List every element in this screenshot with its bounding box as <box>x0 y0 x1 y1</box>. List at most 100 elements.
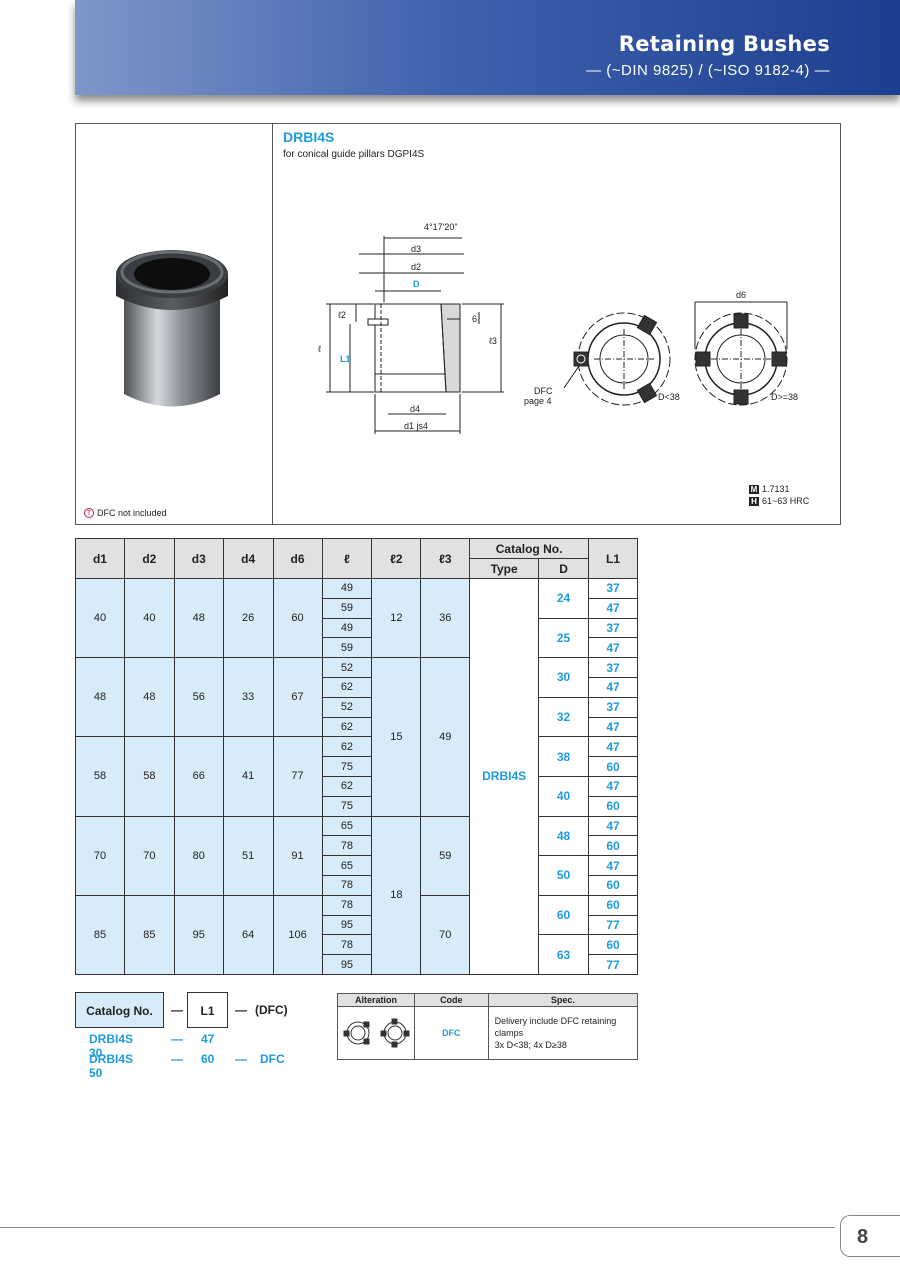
cell-l: 62 <box>321 736 373 758</box>
col-type: Type <box>469 558 540 579</box>
cell-l3: 70 <box>420 894 471 975</box>
page-number: 8 <box>857 1226 869 1248</box>
cell-l: 59 <box>321 637 373 659</box>
col-d4: d4 <box>222 538 274 579</box>
cell-L1: 37 <box>587 617 639 639</box>
hardness-badge: H <box>749 497 759 506</box>
dge38-label: D>=38 <box>771 392 798 402</box>
cell-l: 52 <box>321 657 373 678</box>
cell-d1: 58 <box>75 736 125 817</box>
alteration-table: Alteration Code Spec. DFC Delivery inclu… <box>337 993 639 1060</box>
cell-D: 32 <box>538 696 589 738</box>
cell-D: 25 <box>538 617 589 659</box>
cell-l2: 15 <box>371 657 422 817</box>
d1-label: d1 js4 <box>404 421 428 431</box>
cell-l3: 59 <box>420 815 471 896</box>
cell-l: 62 <box>321 775 373 797</box>
cell-d3: 80 <box>173 815 224 896</box>
cell-L1: 47 <box>587 597 639 619</box>
hardness-value: 61~63 HRC <box>762 496 810 506</box>
dfc-page-ref: page 4 <box>524 396 552 406</box>
cell-L1: 47 <box>587 716 639 738</box>
six-label: 6 <box>472 314 477 324</box>
col-d1: d1 <box>75 538 125 579</box>
cell-d1: 85 <box>75 894 125 975</box>
cell-d6: 60 <box>272 577 323 659</box>
cell-l: 95 <box>321 954 373 975</box>
dlt38-label: D<38 <box>658 392 680 402</box>
cell-L1: 77 <box>587 954 639 975</box>
dfc-option-label: (DFC) <box>255 1003 288 1017</box>
bush-photo <box>116 250 228 407</box>
cell-d4: 64 <box>222 894 274 975</box>
cell-L1: 60 <box>587 894 639 916</box>
cell-L1: 47 <box>587 676 639 698</box>
code-header: Code <box>413 993 489 1007</box>
col-d2: d2 <box>123 538 175 579</box>
L1-label: L1 <box>340 354 351 364</box>
cell-d4: 26 <box>222 577 274 659</box>
cell-L1: 37 <box>587 696 639 718</box>
cell-L1: 37 <box>587 657 639 678</box>
cell-d2: 70 <box>123 815 175 896</box>
cell-d4: 33 <box>222 657 274 738</box>
top-view-4-clamps <box>694 301 788 406</box>
cell-l: 95 <box>321 914 373 936</box>
example-l1: 47 <box>201 1032 215 1046</box>
col-l3: ℓ3 <box>420 538 471 579</box>
cell-l: 62 <box>321 716 373 738</box>
cell-l: 78 <box>321 934 373 956</box>
cell-l: 75 <box>321 756 373 777</box>
page-subtitle: — (~DIN 9825) / (~ISO 9182-4) — <box>586 62 830 79</box>
cell-l: 49 <box>321 578 373 599</box>
product-description: for conical guide pillars DGPI4S <box>283 149 425 160</box>
dfc-info-icon: T <box>84 508 94 518</box>
cell-l: 62 <box>321 676 373 698</box>
example-dash: — <box>235 1052 247 1066</box>
d3-label: d3 <box>411 244 421 254</box>
order-dash: — <box>171 1003 183 1017</box>
example-dash: — <box>171 1052 183 1066</box>
top-view-3-clamps <box>563 312 671 406</box>
cell-d3: 56 <box>173 657 224 738</box>
header-banner: Retaining Bushes — (~DIN 9825) / (~ISO 9… <box>75 0 900 95</box>
cell-type: DRBI4S <box>469 578 540 975</box>
cell-L1: 37 <box>587 578 639 599</box>
cell-d2: 40 <box>123 577 175 659</box>
spec-line-2: 3x D<38; 4x D≥38 <box>494 1040 567 1050</box>
example-dash: — <box>171 1032 183 1046</box>
cell-d2: 58 <box>123 736 175 817</box>
cell-d4: 51 <box>222 815 274 896</box>
cell-l: 78 <box>321 874 373 896</box>
cell-L1: 60 <box>587 934 639 956</box>
material-badge: M <box>749 485 759 494</box>
col-D: D <box>538 558 589 579</box>
footer-rule <box>0 1227 835 1228</box>
technical-drawing: 4°17'20" d3 d2 D ℓ2 ℓ L1 6 ℓ3 d4 d1 js4 <box>318 222 798 434</box>
l3-label: ℓ3 <box>489 336 497 346</box>
page-title: Retaining Bushes <box>618 32 830 56</box>
cell-d1: 48 <box>75 657 125 738</box>
product-box: T DFC not included DRBI4S for conical gu… <box>75 123 841 525</box>
alteration-image <box>337 1006 415 1060</box>
angle-label: 4°17'20" <box>424 222 458 232</box>
cell-d6: 77 <box>272 736 323 817</box>
d6-label: d6 <box>736 290 746 300</box>
cell-l: 78 <box>321 894 373 916</box>
cell-L1: 47 <box>587 775 639 797</box>
cell-D: 30 <box>538 657 589 698</box>
cell-l: 49 <box>321 617 373 639</box>
dfc-note: T DFC not included <box>84 508 167 518</box>
cell-l3: 49 <box>420 657 471 817</box>
cell-l: 59 <box>321 597 373 619</box>
l1-box: L1 <box>187 992 228 1028</box>
cell-d6: 91 <box>272 815 323 896</box>
cell-d6: 67 <box>272 657 323 738</box>
cell-l3: 36 <box>420 577 471 659</box>
dfc-clamps-icon <box>343 1018 410 1048</box>
alteration-spec: Delivery include DFC retaining clamps 3x… <box>487 1006 639 1060</box>
cell-D: 24 <box>538 578 589 619</box>
cell-D: 63 <box>538 934 589 975</box>
cell-D: 50 <box>538 855 589 896</box>
